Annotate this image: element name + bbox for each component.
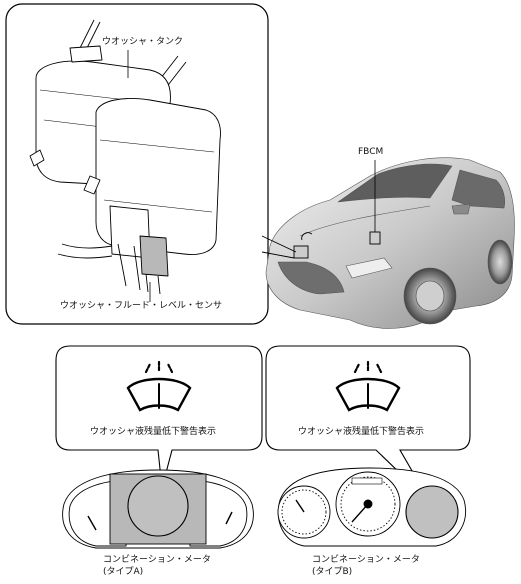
meter-type-b-sub: (タイプB)	[312, 567, 353, 577]
meter-type-b-label: コンビネーション・メータ	[312, 555, 420, 565]
tank-leader-lines	[127, 50, 151, 302]
combination-meter-type-b	[277, 467, 466, 547]
washer-fluid-warning-icon	[335, 358, 401, 412]
warning-text-right: ウオッシャ液残量低下警告表示	[298, 427, 425, 437]
vehicle-callout-marks	[261, 160, 381, 259]
meter-type-a-label: コンビネーション・メータ	[103, 555, 211, 565]
vehicle-illustration	[265, 157, 515, 329]
washer-fluid-warning-icon	[126, 358, 192, 412]
fbcm-label: FBCM	[358, 147, 384, 157]
meter-type-a-sub: (タイプA)	[103, 567, 144, 577]
combination-meter-type-a	[62, 469, 254, 549]
washer-tank-label: ウオッシャ・タンク	[102, 37, 184, 47]
washer-tank-drawing	[29, 19, 221, 295]
warning-text-left: ウオッシャ液残量低下警告表示	[90, 427, 217, 437]
warning-callout-left	[55, 345, 263, 489]
level-sensor-label: ウオッシャ・フルード・レベル・センサ	[60, 301, 223, 311]
